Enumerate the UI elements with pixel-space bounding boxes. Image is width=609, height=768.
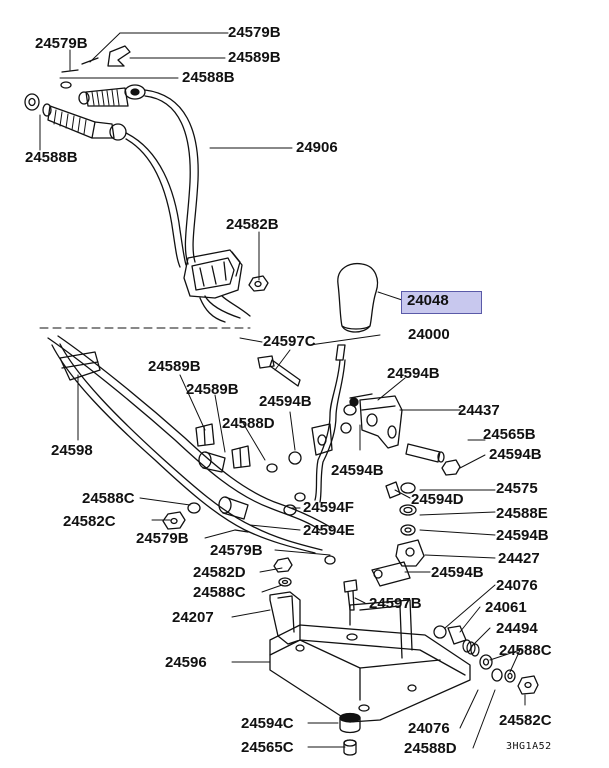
- label-24594b-a[interactable]: 24594B: [387, 365, 440, 382]
- label-24597b[interactable]: 24597B: [369, 595, 422, 612]
- label-24588b-a[interactable]: 24588B: [182, 69, 235, 86]
- label-24076-b[interactable]: 24076: [408, 720, 450, 737]
- label-24427[interactable]: 24427: [498, 550, 540, 567]
- label-24588d-b[interactable]: 24588D: [404, 740, 457, 757]
- select-lever: [349, 393, 461, 587]
- label-24437[interactable]: 24437: [458, 402, 500, 419]
- label-24597c[interactable]: 24597C: [263, 333, 316, 350]
- label-24076-a[interactable]: 24076: [496, 577, 538, 594]
- label-24594b-e[interactable]: 24594B: [496, 527, 549, 544]
- label-24596[interactable]: 24596: [165, 654, 207, 671]
- label-24594d[interactable]: 24594D: [411, 491, 464, 508]
- shift-knob: [337, 262, 379, 333]
- label-24589b-b[interactable]: 24589B: [148, 358, 201, 375]
- label-24582c-b[interactable]: 24582C: [499, 712, 552, 729]
- label-24588c-c[interactable]: 24588C: [499, 642, 552, 659]
- label-24579b-c[interactable]: 24579B: [136, 530, 189, 547]
- label-24588c-b[interactable]: 24588C: [193, 584, 246, 601]
- label-24579b-a[interactable]: 24579B: [228, 24, 281, 41]
- label-24588e[interactable]: 24588E: [496, 505, 548, 522]
- base-bracket: [269, 557, 471, 723]
- label-24594b-d[interactable]: 24594B: [331, 462, 384, 479]
- shift-lever: [257, 344, 357, 503]
- right-side-hardware: [433, 625, 539, 695]
- label-24582d[interactable]: 24582D: [193, 564, 246, 581]
- label-24594c[interactable]: 24594C: [241, 715, 294, 732]
- label-24061[interactable]: 24061: [485, 599, 527, 616]
- label-24000[interactable]: 24000: [408, 326, 450, 343]
- label-24594f[interactable]: 24594F: [303, 499, 354, 516]
- drawing-code: 3HG1A52: [506, 741, 552, 752]
- label-24565b[interactable]: 24565B: [483, 426, 536, 443]
- label-24589b-a[interactable]: 24589B: [228, 49, 281, 66]
- label-24594b-b[interactable]: 24594B: [259, 393, 312, 410]
- label-24579b-b[interactable]: 24579B: [35, 35, 88, 52]
- lower-cable-assembly: [47, 335, 336, 565]
- highlight-box: [401, 291, 482, 314]
- label-24494[interactable]: 24494: [496, 620, 538, 637]
- label-24594e[interactable]: 24594E: [303, 522, 355, 539]
- label-24048[interactable]: 24048: [407, 292, 449, 309]
- upper-cable-assembly: [24, 45, 269, 323]
- label-24594b-c[interactable]: 24594B: [489, 446, 542, 463]
- label-24588c-a[interactable]: 24588C: [82, 490, 135, 507]
- label-24598[interactable]: 24598: [51, 442, 93, 459]
- label-24588d-a[interactable]: 24588D: [222, 415, 275, 432]
- label-24582b[interactable]: 24582B: [226, 216, 279, 233]
- leader-lines: [39, 32, 526, 749]
- label-24207[interactable]: 24207: [172, 609, 214, 626]
- bottom-bushings: [339, 712, 361, 756]
- label-24575[interactable]: 24575: [496, 480, 538, 497]
- label-24565c[interactable]: 24565C: [241, 739, 294, 756]
- label-24589b-c[interactable]: 24589B: [186, 381, 239, 398]
- label-24579b-d[interactable]: 24579B: [210, 542, 263, 559]
- label-24588b-b[interactable]: 24588B: [25, 149, 78, 166]
- label-24582c-a[interactable]: 24582C: [63, 513, 116, 530]
- label-24594b-f[interactable]: 24594B: [431, 564, 484, 581]
- label-24906[interactable]: 24906: [296, 139, 338, 156]
